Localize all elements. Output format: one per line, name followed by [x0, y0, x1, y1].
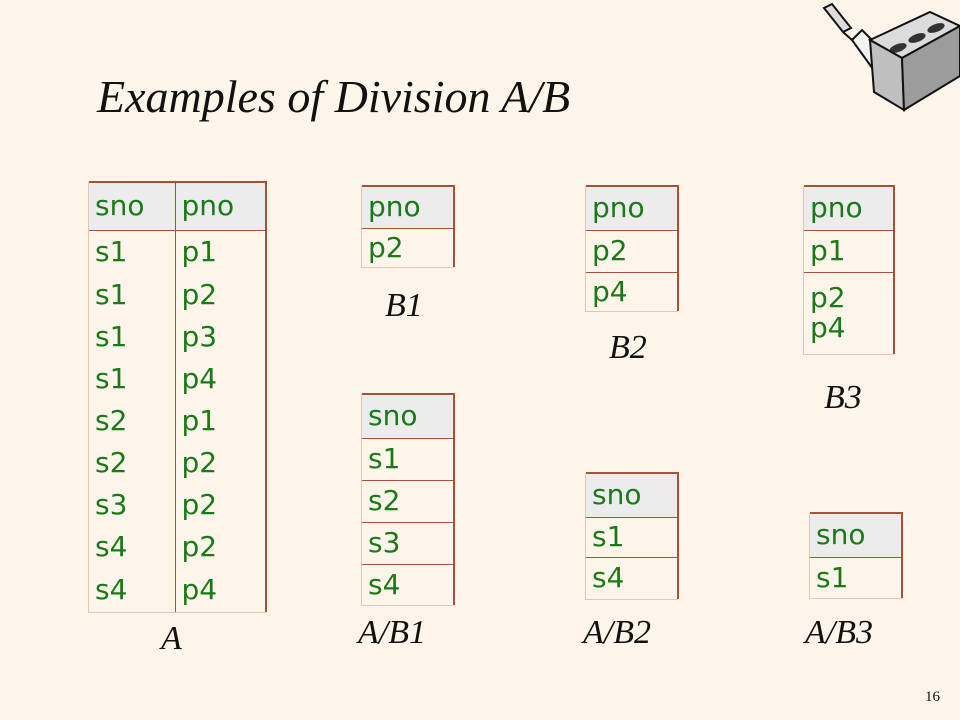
column-header: pno	[175, 183, 265, 231]
table-cell: p4	[592, 274, 628, 308]
table-b2: pno p2 p4	[586, 185, 679, 311]
table-row: p1	[804, 230, 893, 273]
table-cell: s3	[89, 484, 176, 526]
table-cell: s2	[89, 442, 176, 484]
table-cell: s1	[89, 230, 176, 274]
table-cell: p1	[181, 404, 218, 437]
table-cell: p2	[368, 230, 404, 264]
table-row: s1	[362, 438, 453, 481]
table-cell: s1	[89, 274, 176, 316]
table-a-div-b1-caption: A/B1	[358, 614, 426, 651]
table-row: s3	[362, 522, 453, 565]
table-b3: pno p1 p2 p4	[804, 185, 895, 354]
table-row: p2	[362, 228, 453, 267]
table-cell: s1	[362, 438, 453, 481]
table-a-div-b3: sno s1	[810, 512, 903, 598]
table-cell: s4	[89, 568, 176, 612]
table-b3-caption: B3	[824, 379, 862, 416]
table-cell: s3	[362, 522, 453, 565]
table-row: p4	[804, 314, 893, 354]
column-header: pno	[362, 187, 453, 229]
table-cell: s4	[89, 526, 176, 568]
table-cell: s1	[816, 560, 849, 594]
table-row: s4 p2	[89, 526, 265, 568]
table-cell: p2	[181, 278, 218, 311]
table-row: s1	[810, 557, 901, 598]
column-header: sno	[89, 183, 176, 231]
page-number: 16	[925, 689, 940, 705]
table-cell: p4	[181, 573, 218, 606]
table-row: s2 p2	[89, 442, 265, 484]
table-row: s4 p4	[89, 568, 265, 612]
table-cell: s1	[89, 316, 176, 358]
table-a-caption: A	[161, 620, 182, 657]
table-cell: p4	[181, 362, 218, 395]
table-b2-caption: B2	[609, 329, 647, 366]
table-row: s4	[362, 564, 453, 605]
table-row: s1 p2	[89, 274, 265, 316]
column-header: pno	[586, 187, 677, 231]
table-cell: s4	[592, 561, 625, 595]
table-b1: pno p2	[362, 185, 455, 267]
column-header: pno	[804, 187, 893, 231]
table-row: s1 p3	[89, 316, 265, 358]
brick-and-trowel-icon	[822, 2, 960, 112]
table-row: s2 p1	[89, 400, 265, 442]
table-a: sno pno s1 p1 s1 p2 s1 p3 s1 p4 s2 p1 s2…	[89, 181, 267, 612]
table-a-div-b1: sno s1 s2 s3 s4	[362, 393, 455, 605]
table-a-div-b2: sno s1 s4	[586, 472, 679, 599]
table-row: p2	[586, 230, 677, 273]
table-cell: s2	[362, 480, 453, 523]
table-cell: p1	[804, 230, 893, 273]
column-header: sno	[362, 395, 453, 439]
table-cell: p2	[181, 488, 218, 521]
table-cell: p2	[181, 530, 218, 563]
slide-title: Examples of Division A/B	[97, 71, 571, 122]
table-cell: p3	[181, 320, 218, 353]
table-cell: p2	[181, 446, 218, 479]
table-row: p2	[804, 272, 893, 314]
table-cell: p1	[181, 235, 218, 269]
table-row: p4	[586, 272, 677, 311]
table-a-div-b2-caption: A/B2	[583, 614, 651, 651]
table-a-div-b3-caption: A/B3	[805, 614, 873, 651]
table-cell: p4	[810, 311, 846, 344]
table-cell: s4	[368, 567, 401, 601]
column-header: sno	[586, 474, 677, 518]
table-row: s1 p4	[89, 358, 265, 400]
table-row: s3 p2	[89, 484, 265, 526]
table-cell: p2	[586, 230, 677, 273]
table-b1-caption: B1	[385, 287, 423, 324]
column-header: sno	[810, 514, 901, 558]
table-row: s1	[586, 517, 677, 558]
table-row: s4	[586, 557, 677, 599]
table-cell: s1	[586, 517, 677, 558]
table-cell: p2	[810, 281, 846, 314]
table-cell: s1	[89, 358, 176, 400]
table-row: s2	[362, 480, 453, 523]
table-row: s1 p1	[89, 230, 265, 274]
table-cell: s2	[89, 400, 176, 442]
